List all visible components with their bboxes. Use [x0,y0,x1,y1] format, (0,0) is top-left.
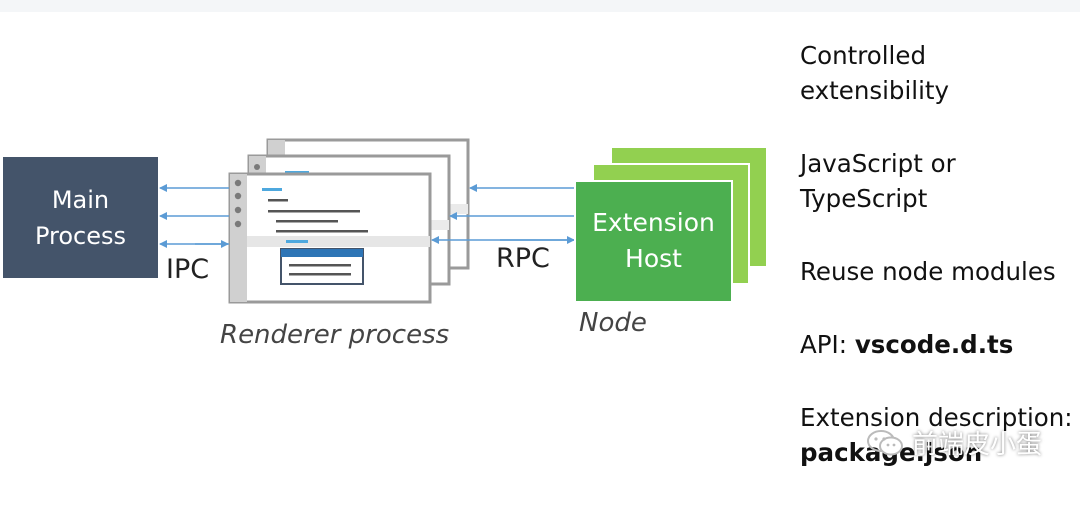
ipc-label: IPC [166,254,210,285]
top-band [0,0,1080,12]
feature-api: API: vscode.d.ts [800,327,1078,362]
watermark: 前端皮小蛋 [866,424,1042,461]
api-prefix: API: [800,330,855,359]
rpc-label: RPC [496,243,550,274]
architecture-diagram [159,138,768,304]
feature-text: TypeScript [800,184,928,213]
feature-reuse-node-modules: Reuse node modules [800,254,1078,289]
api-value: vscode.d.ts [854,330,1014,359]
ipc-arrows [159,184,229,248]
extension-host-stack [574,146,768,303]
feature-text: Extension description: [800,403,1073,432]
feature-javascript-typescript: JavaScript or TypeScript [800,146,1078,216]
feature-text: Controlled [800,41,926,70]
main-process-line2: Process [34,221,127,250]
extension-host-line1: Extension [592,208,715,237]
feature-text: extensibility [800,76,949,105]
renderer-process-label: Renderer process [220,320,450,350]
main-process-line1: Main [51,185,110,214]
feature-text: Reuse node modules [800,257,1056,286]
wechat-icon [867,429,903,455]
rpc-arrows [431,184,575,244]
main-process-box: Main Process [3,157,158,278]
extension-host-line2: Host [625,244,682,273]
extension-host-label: Extension Host [575,205,732,277]
feature-text: JavaScript or [800,149,956,178]
watermark-text: 前端皮小蛋 [912,430,1043,460]
feature-controlled-extensibility: Controlled extensibility [800,38,1078,108]
node-label: Node [579,308,647,338]
renderer-window-front [228,172,432,304]
